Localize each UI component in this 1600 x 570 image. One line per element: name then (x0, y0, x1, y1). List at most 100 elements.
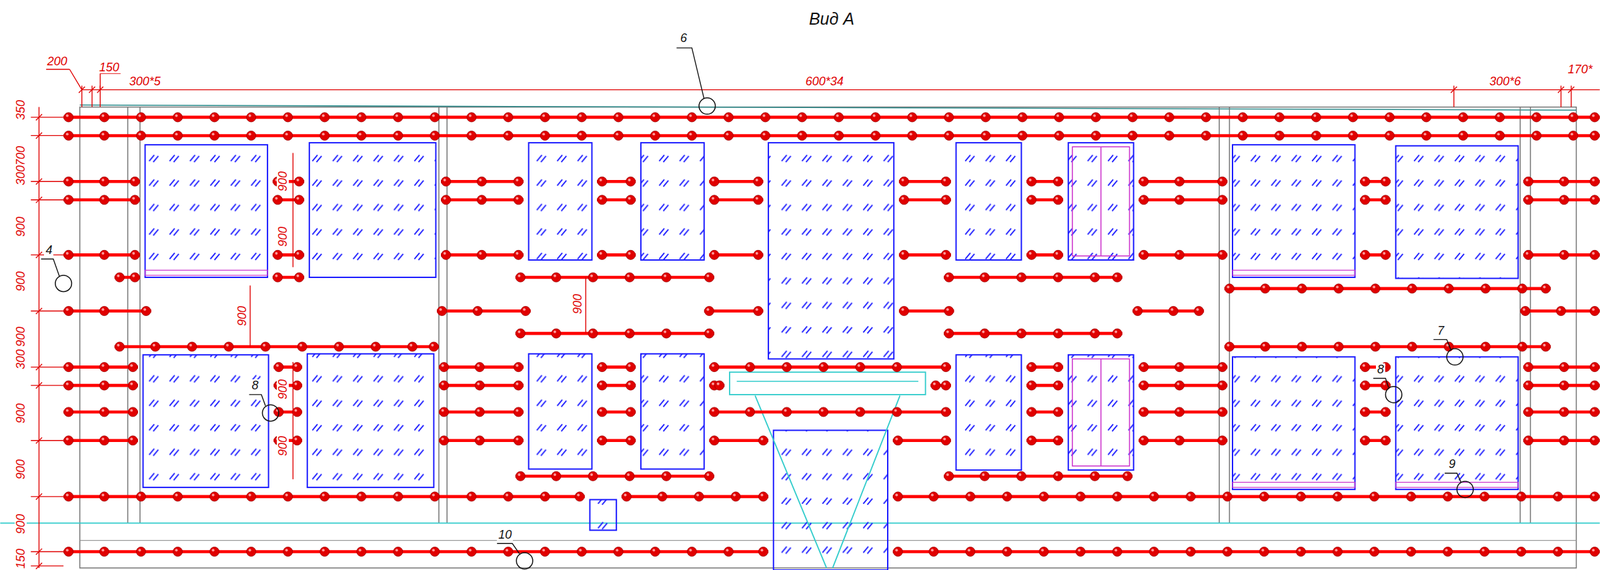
anchor-dot-shine (1543, 344, 1546, 347)
anchor-dot-shine (1570, 132, 1574, 136)
dimension-line (292, 152, 294, 267)
view-title: Вид А (807, 10, 856, 27)
anchor-dot (441, 195, 451, 205)
anchor-dot-shine (358, 548, 362, 552)
anchor-dot (513, 195, 523, 205)
anchor-dot-shine (967, 494, 971, 497)
anchor-dot-shine (1077, 548, 1081, 552)
anchor-dot-shine (799, 132, 803, 136)
dimension-line (36, 132, 43, 139)
anchor-dot (621, 492, 631, 502)
callout-circle (1385, 386, 1402, 403)
anchor-dot (1053, 195, 1063, 205)
anchor-dot (64, 436, 74, 446)
anchor-dot-shine (706, 473, 709, 477)
anchor-dot-shine (1177, 178, 1180, 182)
anchor-dot-shine (101, 197, 105, 201)
anchor-dot-shine (1056, 132, 1060, 136)
anchor-dot-shine (296, 274, 300, 278)
dimension-text: 300*6 (1487, 75, 1522, 88)
anchor-dot (246, 546, 257, 557)
anchor-dot (64, 546, 74, 557)
anchor-dot (929, 492, 939, 502)
anchor-dot (797, 130, 808, 141)
anchor-dot (356, 546, 367, 557)
anchor-dot-shine (1129, 114, 1133, 118)
anchor-dot-shine (1533, 114, 1537, 118)
anchor-dot-shine (1591, 409, 1595, 413)
dimension-line (36, 548, 43, 555)
anchor-dot (1407, 284, 1417, 294)
callout-number: 8 (250, 379, 260, 392)
anchor-dot-shine (1561, 178, 1564, 182)
anchor-dot (1360, 436, 1370, 446)
anchor-dot-shine (1141, 409, 1144, 413)
anchor-dot-shine (130, 409, 133, 413)
anchor-dot-shine (409, 344, 413, 347)
anchor-dot (893, 546, 903, 557)
anchor-dot (576, 130, 587, 141)
anchor-dot-shine (1371, 494, 1375, 497)
dimension-line (30, 565, 64, 567)
anchor-dot (128, 436, 138, 446)
anchor-dot-shine (66, 364, 69, 367)
anchor-dot-shine (1219, 364, 1223, 367)
anchor-dot (1347, 112, 1358, 123)
dimension-text: 900 (276, 170, 289, 193)
anchor-dot-shine (322, 548, 325, 552)
wall-line (127, 107, 129, 524)
anchor-dot (1347, 130, 1358, 141)
anchor-dot-shine (696, 494, 699, 497)
anchor-dot (661, 471, 671, 481)
anchor-dot-shine (1239, 132, 1243, 136)
anchor-dot (760, 112, 770, 123)
anchor-dot-shine (474, 308, 478, 311)
window-frame (1072, 146, 1130, 257)
anchor-dot-shine (706, 274, 709, 278)
anchor-dot (64, 380, 74, 391)
anchor-dot (1053, 471, 1063, 481)
anchor-dot-shine (1362, 252, 1366, 255)
anchor-dot (297, 342, 307, 352)
anchor-dot-shine (1055, 197, 1058, 201)
anchor-dot-shine (836, 132, 840, 136)
anchor-dot-shine (1497, 132, 1500, 136)
anchor-dot (294, 250, 304, 260)
anchor-dot (1139, 407, 1149, 417)
anchor-dot (1139, 380, 1149, 391)
anchor-dot-shine (1141, 382, 1144, 386)
anchor-dot-shine (432, 114, 435, 118)
anchor-dot-shine (101, 364, 105, 367)
anchor-dot (613, 112, 623, 123)
anchor-dot-shine (1177, 364, 1180, 367)
dimension-text: 900 (276, 434, 289, 458)
anchor-dot-shine (132, 197, 135, 201)
anchor-dot (1168, 306, 1178, 316)
anchor-dot-shine (274, 252, 278, 255)
anchor-dot-shine (943, 437, 946, 441)
anchor-dot-shine (505, 132, 509, 136)
anchor-dot-shine (706, 308, 709, 311)
anchor-dot (294, 176, 304, 187)
anchor-dot-shine (542, 114, 545, 118)
anchor-dot (941, 176, 951, 187)
dimension-line (1557, 86, 1564, 93)
dimension-line (1450, 86, 1457, 93)
anchor-dot-shine (226, 344, 229, 347)
anchor-dot (1297, 342, 1307, 352)
anchor-dot (1149, 546, 1159, 557)
anchor-dot (1421, 130, 1432, 141)
anchor-dot-shine (873, 114, 876, 118)
dimension-line (30, 181, 64, 183)
anchor-dot (99, 306, 109, 316)
anchor-dot-shine (1372, 344, 1376, 347)
anchor-dot (503, 112, 513, 123)
anchor-dot (944, 272, 954, 283)
anchor-dot-shine (983, 114, 986, 118)
callout-number: 8 (1375, 363, 1386, 376)
anchor-dot (626, 195, 636, 205)
anchor-dot (1053, 272, 1063, 283)
anchor-dot (540, 492, 550, 502)
anchor-dot-shine (628, 382, 631, 386)
anchor-dot (753, 176, 763, 187)
